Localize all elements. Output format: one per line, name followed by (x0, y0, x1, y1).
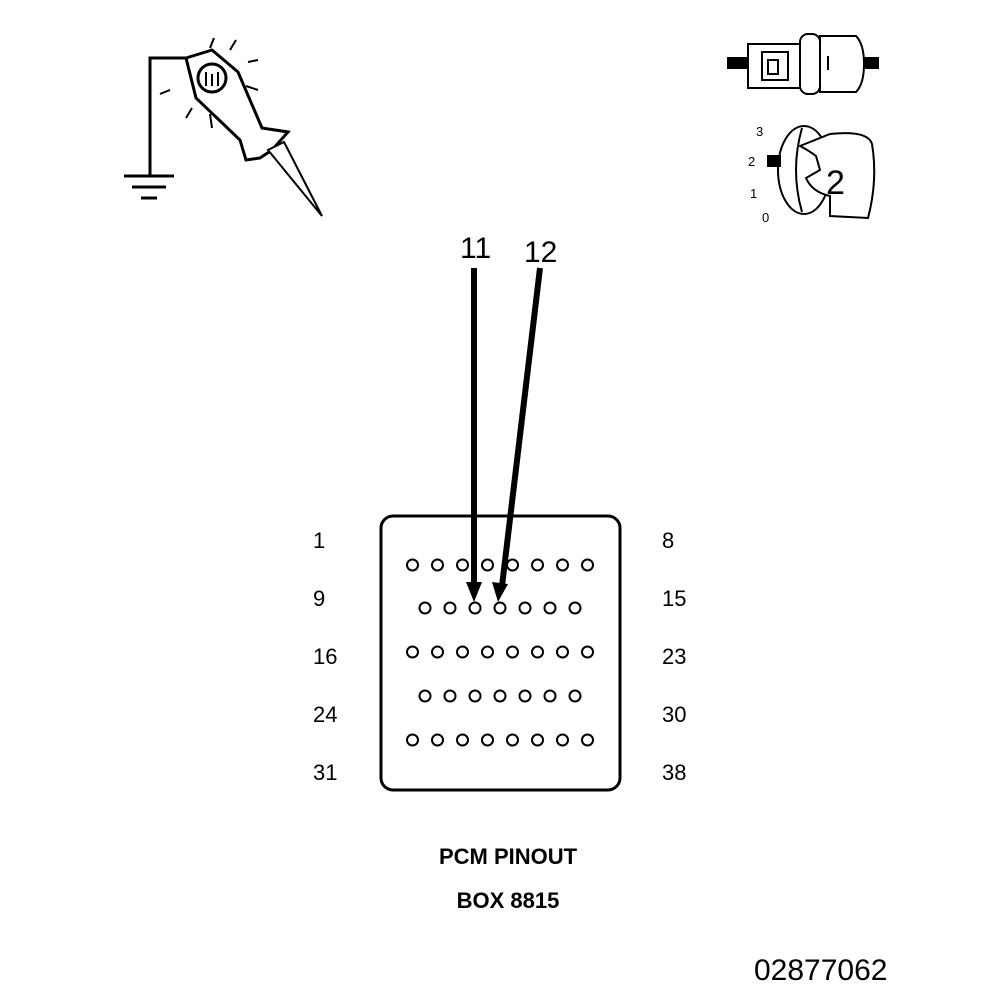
pcm-connector-body (379, 514, 622, 792)
row-end-label: 23 (662, 644, 687, 669)
probe-arrowhead-12 (492, 582, 508, 602)
probe-arrows (466, 267, 543, 602)
connector-pin (568, 689, 582, 703)
connector-pin (581, 733, 594, 747)
connector-pin (431, 733, 444, 747)
probe-pin-label-12: 12 (524, 236, 557, 269)
connector-pin (468, 601, 482, 615)
connector-pin (543, 689, 557, 703)
row-start-label: 31 (313, 760, 338, 785)
row-end-label: 8 (662, 528, 675, 553)
connector-pin (556, 733, 569, 747)
connector-pin (418, 601, 432, 615)
connector-pin (406, 558, 419, 572)
connector-pin (506, 558, 519, 572)
connector-disconnect-icon (727, 33, 879, 95)
connector-pin (406, 645, 419, 659)
ignition-position-label: 1 (750, 186, 757, 201)
connector-pin (456, 645, 469, 659)
connector-pin (543, 601, 557, 615)
connector-pin (468, 689, 482, 703)
ignition-position-label: 0 (762, 210, 769, 225)
connector-pin (456, 558, 469, 572)
figure-id: 02877062 (754, 954, 888, 987)
connector-pin (493, 689, 507, 703)
row-end-label: 30 (662, 702, 687, 727)
connector-pin (431, 645, 444, 659)
ignition-position-label: 2 (748, 154, 755, 169)
ignition-position-label: 3 (756, 124, 763, 139)
connector-pin (531, 645, 544, 659)
probe-arrow-12 (499, 267, 543, 587)
probe-arrowhead-11 (466, 582, 482, 602)
connector-pin (443, 601, 457, 615)
connector-pin (443, 689, 457, 703)
connector-pin (518, 601, 532, 615)
connector-pin (531, 558, 544, 572)
ignition-key-icon (767, 125, 876, 220)
row-start-label: 24 (313, 702, 338, 727)
connector-pin (456, 733, 469, 747)
ignition-key-number: 2 (826, 164, 845, 202)
connector-pin (568, 601, 582, 615)
connector-pin (406, 733, 419, 747)
connector-pin (581, 645, 594, 659)
probe-pin-label-11: 11 (460, 232, 491, 265)
connector-pin (518, 689, 532, 703)
connector-pin (506, 645, 519, 659)
row-start-label: 9 (313, 586, 326, 611)
connector-pin (506, 733, 519, 747)
connector-pin (418, 689, 432, 703)
connector-pin (431, 558, 444, 572)
connector-pin (481, 645, 494, 659)
connector-pin (581, 558, 594, 572)
row-start-label: 1 (313, 528, 326, 553)
connector-pin (531, 733, 544, 747)
test-lamp-icon (124, 37, 323, 217)
row-end-label: 15 (662, 586, 687, 611)
connector-pin (481, 558, 494, 572)
caption-title: PCM PINOUT (438, 844, 578, 869)
connector-pin (556, 645, 569, 659)
connector-pin (481, 733, 494, 747)
connector-pin (556, 558, 569, 572)
row-end-label: 38 (662, 760, 687, 785)
connector-pins (406, 558, 594, 747)
caption-subtitle: BOX 8815 (456, 888, 560, 913)
connector-pin (493, 601, 507, 615)
row-start-label: 16 (313, 644, 338, 669)
